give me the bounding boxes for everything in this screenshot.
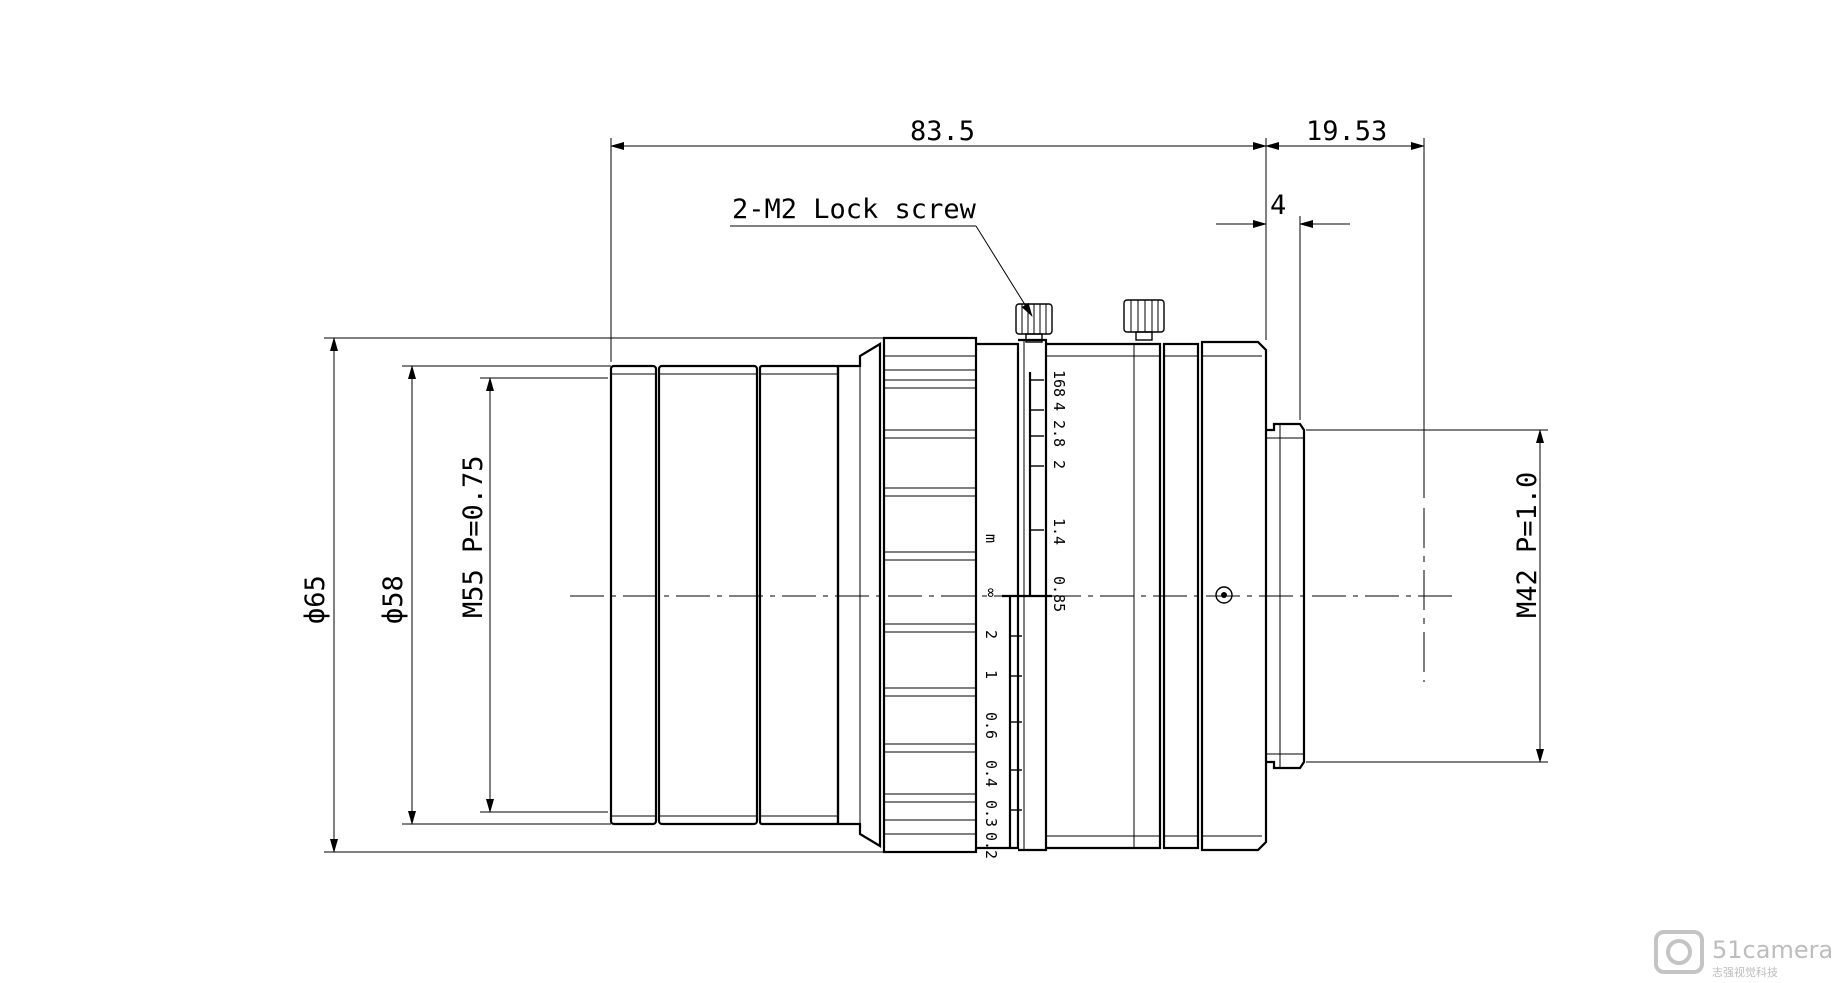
mount-thread-text: M42 P=1.0 — [1512, 472, 1543, 618]
focus-label: 0.4 — [982, 760, 1000, 787]
aperture-label: 1.4 — [1050, 518, 1068, 545]
dim-front-thread: M55 P=0.75 — [458, 377, 608, 813]
dim-mount-step: 4 — [1216, 190, 1350, 420]
focus-label: ∞ — [982, 588, 1000, 597]
aperture-label: 8 — [1050, 388, 1068, 397]
aperture-label: 2.8 — [1050, 420, 1068, 447]
dim-flange-length: 19.53 — [1265, 116, 1425, 682]
dim-mount-thread: M42 P=1.0 — [1306, 429, 1548, 763]
front-thread-text: M55 P=0.75 — [458, 455, 489, 618]
body-diameter-text: ф65 — [300, 575, 331, 624]
focus-label: 1 — [982, 670, 1000, 679]
aperture-scale-ticks — [1030, 379, 1044, 531]
watermark-brand: 51camera — [1712, 936, 1833, 964]
focus-label: 2 — [982, 630, 1000, 639]
dim-front-diameter: ф58 — [378, 365, 611, 825]
front-barrel-b — [758, 364, 840, 826]
lens-body — [609, 336, 1306, 854]
focus-unit-label: m — [982, 534, 1000, 543]
side-screw-icon — [1215, 586, 1233, 604]
focus-label: 0.2 — [982, 832, 1000, 859]
tapered-section — [836, 342, 882, 848]
main-barrel — [1046, 342, 1162, 850]
watermark: 51camera 志强视觉科技 — [1654, 930, 1833, 979]
focus-ring-knurl — [884, 379, 976, 803]
lock-screw-callout: 2-M2 Lock screw — [730, 194, 1033, 317]
lock-screw-left — [1015, 303, 1053, 343]
overall-length-text: 83.5 — [910, 116, 975, 147]
watermark-tagline: 志强视觉科技 — [1712, 965, 1778, 979]
rear-ring — [1162, 342, 1200, 850]
mount-step-text: 4 — [1270, 190, 1286, 221]
lock-screw-text: 2-M2 Lock screw — [732, 194, 977, 225]
aperture-label: 4 — [1050, 402, 1068, 411]
front-ring — [609, 364, 658, 826]
front-barrel-a — [657, 364, 759, 826]
dim-body-diameter: ф65 — [300, 337, 884, 853]
focus-label: 0.3 — [982, 800, 1000, 827]
dim-overall-length: 83.5 — [610, 116, 1267, 362]
focus-scale-ticks — [1010, 635, 1022, 811]
lock-screw-right — [1123, 299, 1165, 341]
flange-length-text: 19.53 — [1306, 116, 1387, 147]
aperture-label: 16 — [1050, 370, 1068, 388]
aperture-label: 0.85 — [1050, 576, 1068, 612]
flange-ring — [1200, 340, 1268, 852]
camera-logo-icon — [1654, 930, 1704, 974]
focus-ring — [882, 336, 978, 854]
front-diameter-text: ф58 — [378, 575, 409, 624]
rear-mount — [1266, 422, 1306, 770]
focus-label: 0.6 — [982, 712, 1000, 739]
aperture-label: 2 — [1050, 460, 1068, 469]
